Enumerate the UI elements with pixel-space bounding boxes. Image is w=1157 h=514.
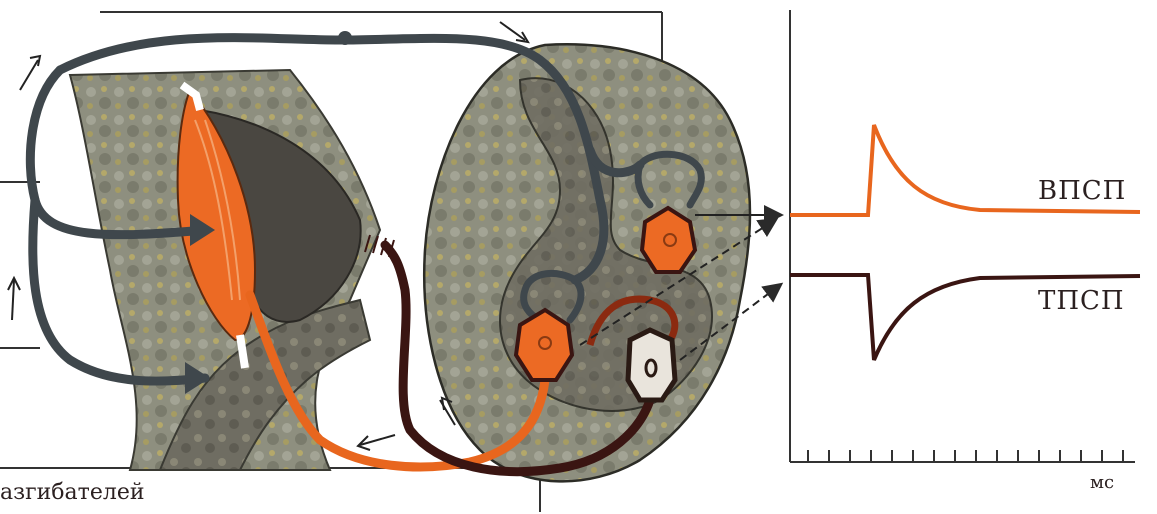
time-ticks [808,450,1123,462]
excitatory-motoneuron-lower [516,310,572,380]
potential-plot [790,10,1140,462]
epsp-label: ВПСП [1038,176,1126,206]
limb-section [70,70,394,470]
time-unit-label: мс [1090,472,1114,493]
inhibitory-interneuron [628,330,675,400]
extensor-caption: азгибателей [0,480,145,505]
ipsp-label: ТПСП [1038,286,1125,316]
spinal-cord-section [424,44,750,481]
